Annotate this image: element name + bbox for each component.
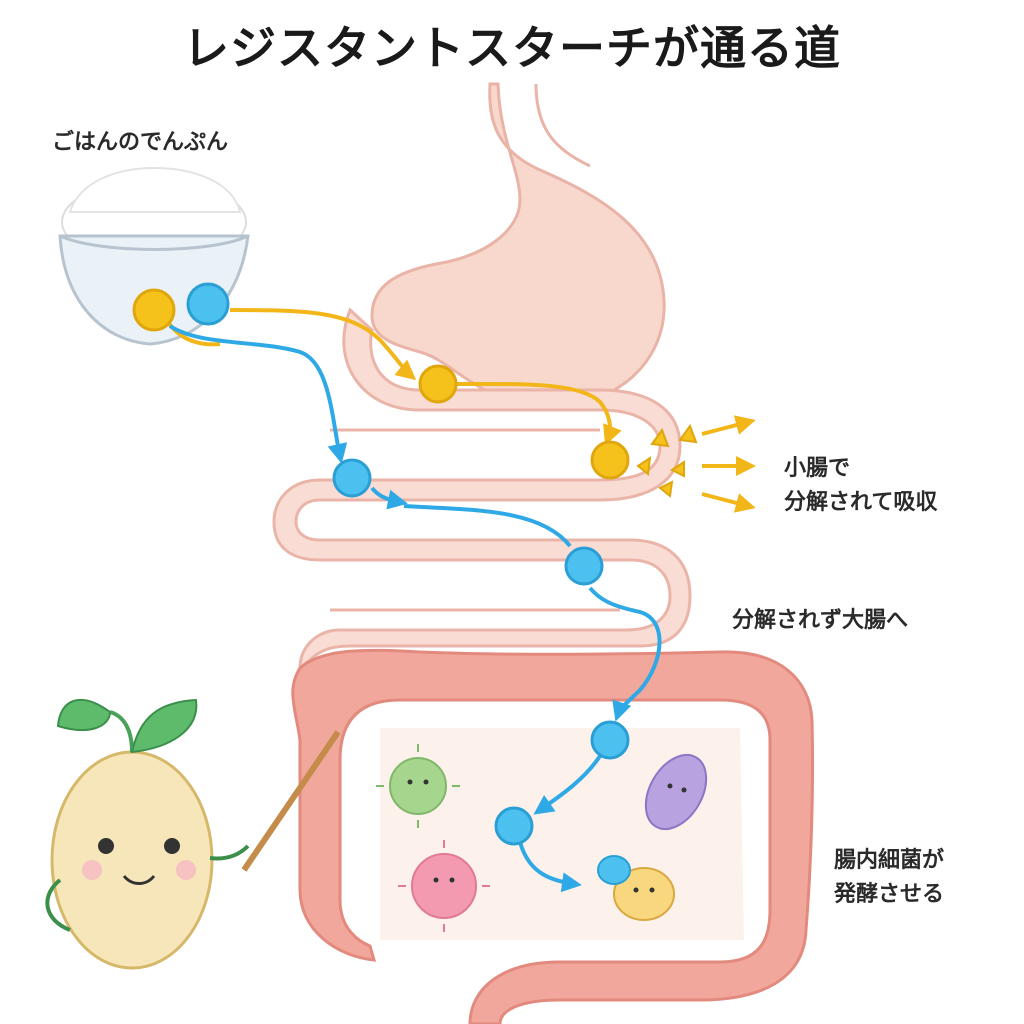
starch-fragments (636, 423, 698, 498)
rice-starch-label: ごはんのでんぷん (52, 130, 229, 155)
digestible-starch-dot (418, 364, 458, 404)
label-line: 分解されて吸収 (784, 490, 938, 515)
digestible-starch-dot (132, 288, 176, 332)
pink-bacterium (398, 840, 490, 932)
label-line: 小腸で (784, 456, 851, 481)
resistant-starch-dot (564, 546, 604, 586)
label-line: 発酵させる (834, 882, 945, 907)
stomach-icon (370, 82, 666, 408)
resistant-starch-path (168, 324, 662, 893)
resistant-starch-dot (186, 282, 230, 326)
yellow-bacterium (597, 855, 675, 921)
green-bacterium (376, 744, 460, 828)
label-line: 腸内細菌が (834, 848, 945, 873)
resistant-starch-dot (494, 806, 534, 846)
resistant-starch-dot (590, 720, 630, 760)
small-intestine-absorb-label: 小腸で 分解されて吸収 (784, 452, 937, 520)
bacteria-icon (376, 744, 708, 932)
sprout-mascot-icon (45, 698, 341, 970)
starch-particles (132, 282, 630, 846)
to-large-intestine-label: 分解されず大腸へ (732, 608, 909, 633)
digestible-starch-dot (590, 440, 630, 480)
bacteria-ferment-label: 腸内細菌が 発酵させる (834, 844, 944, 912)
large-intestine-icon (291, 648, 815, 1024)
purple-bacterium (644, 754, 708, 830)
resistant-starch-dot (332, 458, 372, 498)
page-title: レジスタントスターチが通る道 (183, 21, 841, 75)
